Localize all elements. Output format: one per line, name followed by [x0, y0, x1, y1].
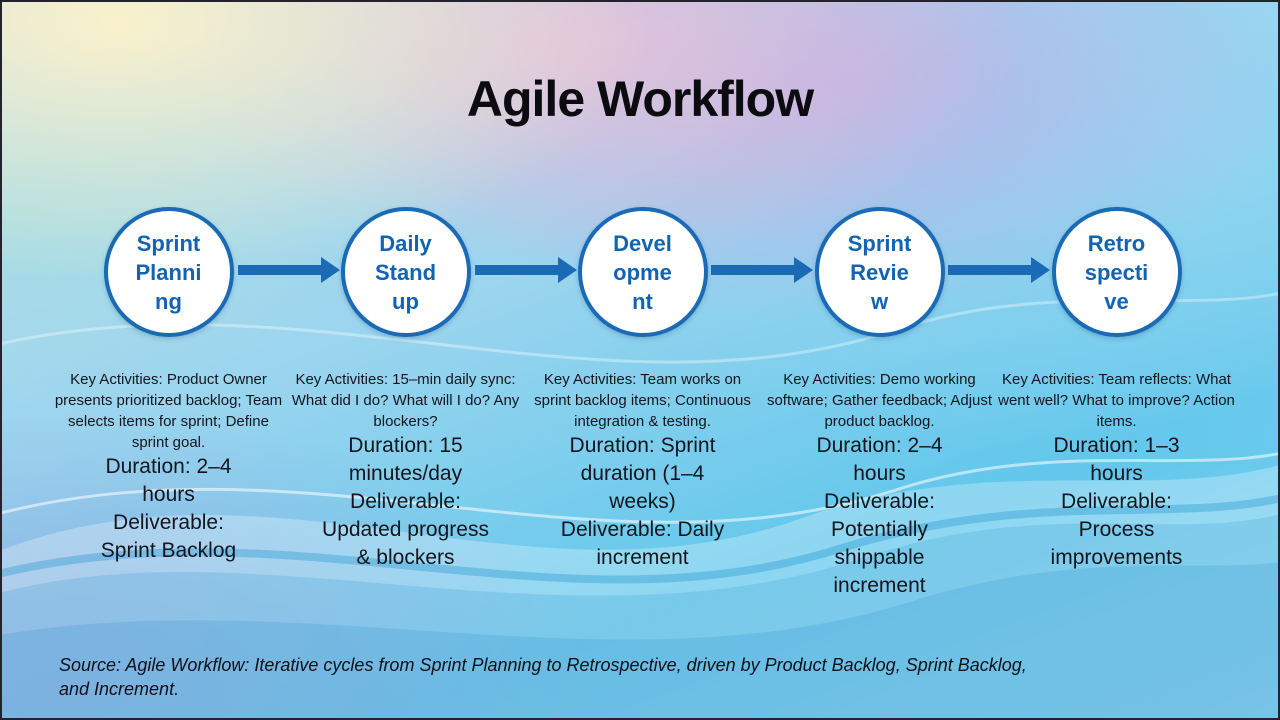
stage-development: Devel opme nt Key Activities: Team works… [524, 207, 761, 600]
stage-activities: Key Activities: Product Owner presents p… [54, 371, 283, 451]
stage-daily-standup: Daily Stand up Key Activities: 15–min da… [287, 207, 524, 600]
stage-details: Key Activities: Demo working software; G… [761, 369, 998, 600]
stage-details: Key Activities: Team reflects: What went… [998, 369, 1235, 572]
stage-node-retrospective: Retro specti ve [1051, 207, 1182, 337]
node-label-line: nt [632, 288, 653, 314]
stage-details: Key Activities: Product Owner presents p… [50, 369, 287, 565]
stage-sprint-planning: Sprint Planni ng Key Activities: Product… [50, 207, 287, 600]
node-label-line: Sprint [136, 230, 201, 256]
stage-node-label: Retro specti ve [1085, 229, 1149, 316]
stage-node-label: Sprint Revie w [848, 229, 912, 316]
node-label-line: opme [613, 259, 672, 285]
node-label-line: Retro [1087, 230, 1146, 256]
flow-arrow-icon [711, 257, 813, 283]
node-label-line: ve [1104, 288, 1129, 314]
node-label-line: Planni [135, 259, 202, 285]
stage-duration: Duration: 2–4 hours [105, 455, 232, 506]
stage-activities: Key Activities: Demo working software; G… [766, 371, 993, 430]
stage-node-label: Daily Stand up [375, 229, 436, 316]
stage-activities: Key Activities: Team reflects: What went… [998, 371, 1235, 430]
node-label-line: Devel [613, 230, 672, 256]
stage-node-daily-standup: Daily Stand up [340, 207, 471, 337]
stage-deliverable: Deliverable: Potentially shippable incre… [824, 490, 935, 597]
stage-duration: Duration: Sprint duration (1–4 weeks) [569, 434, 716, 513]
source-note: Source: Agile Workflow: Iterative cycles… [59, 655, 1027, 699]
stage-node-development: Devel opme nt [577, 207, 708, 337]
stage-deliverable: Deliverable: Process improvements [1050, 490, 1183, 569]
node-label-line: w [870, 288, 889, 314]
flow-arrow-icon [238, 257, 340, 283]
stage-activities: Key Activities: 15–min daily sync: What … [291, 371, 520, 430]
stage-node-sprint-review: Sprint Revie w [814, 207, 945, 337]
stage-node-sprint-planning: Sprint Planni ng [103, 207, 234, 337]
stage-deliverable: Deliverable: Daily increment [560, 518, 725, 569]
node-label-line: Sprint [847, 230, 912, 256]
stage-details: Key Activities: Team works on sprint bac… [524, 369, 761, 572]
stage-duration: Duration: 15 minutes/day [348, 434, 463, 485]
node-label-line: Stand [374, 259, 437, 285]
node-label-line: ng [155, 288, 182, 314]
stage-node-label: Devel opme nt [613, 229, 672, 316]
stage-deliverable: Deliverable: Updated progress & blockers [322, 490, 489, 569]
stage-deliverable: Deliverable: Sprint Backlog [100, 511, 237, 562]
node-label-line: Revie [850, 259, 909, 285]
stage-activities: Key Activities: Team works on sprint bac… [534, 371, 751, 430]
node-label-line: Daily [379, 230, 432, 256]
stage-retrospective: Retro specti ve Key Activities: Team ref… [998, 207, 1235, 600]
flow-arrow-icon [475, 257, 577, 283]
stage-duration: Duration: 2–4 hours [816, 434, 943, 485]
stage-node-label: Sprint Planni ng [135, 229, 201, 316]
page-title: Agile Workflow [466, 71, 814, 127]
stage-details: Key Activities: 15–min daily sync: What … [287, 369, 524, 572]
node-label-line: up [392, 288, 419, 314]
stage-sprint-review: Sprint Revie w Key Activities: Demo work… [761, 207, 998, 600]
workflow-stages: Sprint Planni ng Key Activities: Product… [50, 207, 1235, 600]
node-label-line: specti [1084, 259, 1149, 285]
stage-duration: Duration: 1–3 hours [1053, 434, 1180, 485]
flow-arrow-icon [948, 257, 1050, 283]
